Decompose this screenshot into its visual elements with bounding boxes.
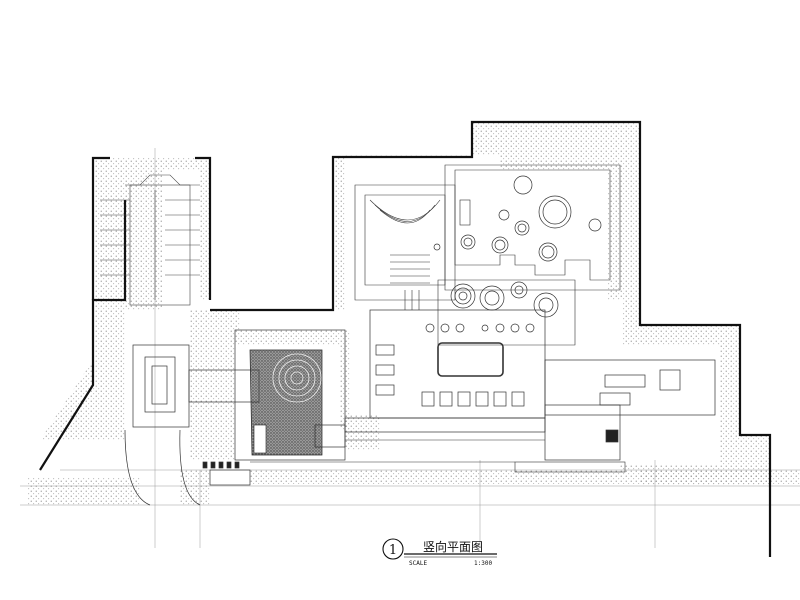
entrance-gatehouse bbox=[124, 344, 260, 506]
garden-circles bbox=[433, 175, 602, 318]
upper-terraces bbox=[354, 164, 621, 346]
parking-lot bbox=[100, 174, 200, 306]
scale-label: SCALE bbox=[409, 560, 427, 567]
view-number: 1 bbox=[389, 543, 397, 558]
dark-plaza bbox=[249, 349, 323, 456]
title-block: 1 竖向平面图 SCALE 1:300 bbox=[382, 538, 497, 567]
drawing-title: 竖向平面图 bbox=[423, 539, 483, 554]
road-strip bbox=[250, 439, 626, 473]
site-boundary bbox=[39, 120, 772, 557]
ground-hatch bbox=[28, 122, 800, 505]
main-building bbox=[369, 309, 716, 461]
view-number-circle bbox=[382, 538, 404, 560]
scale-value: 1:300 bbox=[474, 560, 492, 567]
